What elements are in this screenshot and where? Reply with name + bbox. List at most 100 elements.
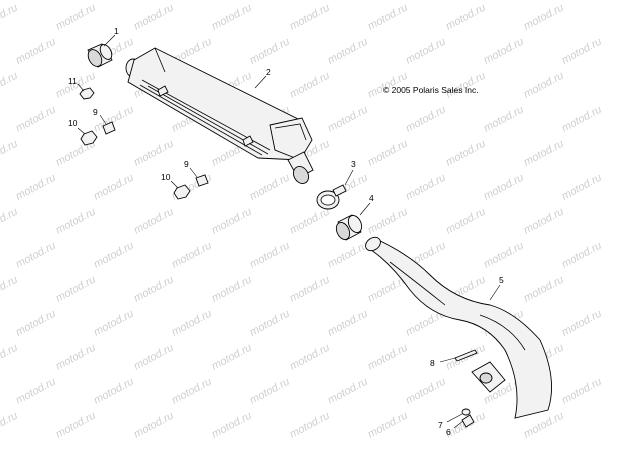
watermark-text: motod.ru (0, 410, 20, 441)
watermark-text: motod.ru (0, 70, 20, 101)
watermark-text: motod.ru (248, 376, 292, 407)
watermark-text: motod.ru (132, 342, 176, 373)
leader-7 (446, 413, 463, 423)
watermark-text: motod.ru (170, 308, 214, 339)
leader-10a (77, 127, 86, 135)
watermark-text: motod.ru (14, 240, 58, 271)
callout-5: 5 (499, 275, 504, 285)
watermark-text: motod.ru (0, 138, 20, 169)
callout-4: 4 (369, 193, 374, 203)
watermark-text: motod.ru (132, 274, 176, 305)
watermark-text: motod.ru (522, 138, 566, 169)
watermark-text: motod.ru (444, 206, 488, 237)
leader-6 (453, 420, 464, 429)
part-2-muffler (125, 47, 314, 184)
watermark-text: motod.ru (326, 376, 370, 407)
leader-8 (439, 357, 456, 363)
leader-5 (489, 284, 501, 301)
watermark-text: motod.ru (14, 36, 58, 67)
watermark-text: motod.ru (210, 206, 254, 237)
watermark-text: motod.ru (288, 206, 332, 237)
part-1-coupler (87, 43, 113, 68)
watermark-text: motod.ru (92, 308, 136, 339)
leader-2 (254, 75, 267, 89)
watermark-text: motod.ru (92, 240, 136, 271)
watermark-text: motod.ru (560, 376, 604, 407)
watermark-text: motod.ru (132, 206, 176, 237)
leader-9a (99, 114, 107, 125)
watermark-text: motod.ru (14, 172, 58, 203)
watermark-text: motod.ru (366, 410, 410, 441)
watermark-text: motod.ru (248, 36, 292, 67)
watermark-text: motod.ru (444, 2, 488, 33)
watermark-text: motod.ru (0, 206, 20, 237)
callout-11: 11 (68, 76, 77, 86)
callout-1: 1 (114, 26, 119, 36)
watermark-text: motod.ru (288, 342, 332, 373)
watermark-text: motod.ru (404, 376, 448, 407)
watermark-text: motod.ru (482, 104, 526, 135)
watermark-text: motod.ru (54, 206, 98, 237)
part-4-sleeve (335, 214, 363, 241)
watermark-text: motod.ru (210, 342, 254, 373)
watermark-text: motod.ru (560, 36, 604, 67)
watermark-text: motod.ru (14, 376, 58, 407)
watermark-text: motod.ru (170, 240, 214, 271)
watermark-text: motod.ru (366, 138, 410, 169)
callout-9-upper: 9 (93, 107, 98, 117)
watermark-text: motod.ru (288, 410, 332, 441)
part-9-bolt-lower (195, 174, 209, 187)
watermark-text: motod.ru (560, 240, 604, 271)
callout-2: 2 (266, 67, 271, 77)
part-6-stud (461, 414, 475, 428)
watermark-text: motod.ru (326, 36, 370, 67)
watermark-text: motod.ru (560, 104, 604, 135)
watermark-text: motod.ru (0, 2, 20, 33)
watermark-text: motod.ru (404, 36, 448, 67)
watermark-text: motod.ru (326, 308, 370, 339)
part-9-bolt-upper (102, 121, 116, 135)
watermark-text: motod.ru (248, 240, 292, 271)
watermark-text: motod.ru (326, 240, 370, 271)
watermark-text: motod.ru (366, 206, 410, 237)
callout-9-lower: 9 (184, 159, 189, 169)
watermark-text: motod.ru (248, 308, 292, 339)
part-11-nut (79, 87, 95, 100)
part-10-nut-upper (80, 130, 98, 146)
watermark-text: motod.ru (366, 342, 410, 373)
watermark-text: motod.ru (92, 376, 136, 407)
watermark-text: motod.ru (54, 274, 98, 305)
watermark-text: motod.ru (54, 410, 98, 441)
watermark-text: motod.ru (0, 342, 20, 373)
leader-9b (189, 167, 198, 178)
part-7-washer (461, 408, 471, 416)
watermark-text: motod.ru (444, 138, 488, 169)
watermark-text: motod.ru (522, 70, 566, 101)
watermark-text: motod.ru (404, 104, 448, 135)
part-8-gasket (454, 349, 478, 362)
leader-3 (344, 169, 354, 186)
watermark-text: motod.ru (288, 2, 332, 33)
watermark-text: motod.ru (14, 308, 58, 339)
watermark-text: motod.ru (482, 172, 526, 203)
callout-6: 6 (446, 427, 451, 437)
watermark-text: motod.ru (326, 104, 370, 135)
watermark-text: motod.ru (366, 2, 410, 33)
watermark-text: motod.ru (522, 2, 566, 33)
watermark-text: motod.ru (560, 172, 604, 203)
leader-11 (77, 83, 85, 92)
leader-10b (170, 180, 179, 189)
callout-7: 7 (438, 420, 443, 430)
watermark-text: motod.ru (522, 274, 566, 305)
watermark-text: motod.ru (404, 172, 448, 203)
watermark-text: motod.ru (288, 70, 332, 101)
watermark-text: motod.ru (482, 36, 526, 67)
watermark-text: motod.ru (0, 274, 20, 305)
watermark-text: motod.ru (210, 410, 254, 441)
callout-3: 3 (351, 159, 356, 169)
watermark-text: motod.ru (14, 104, 58, 135)
watermark-text: motod.ru (92, 172, 136, 203)
